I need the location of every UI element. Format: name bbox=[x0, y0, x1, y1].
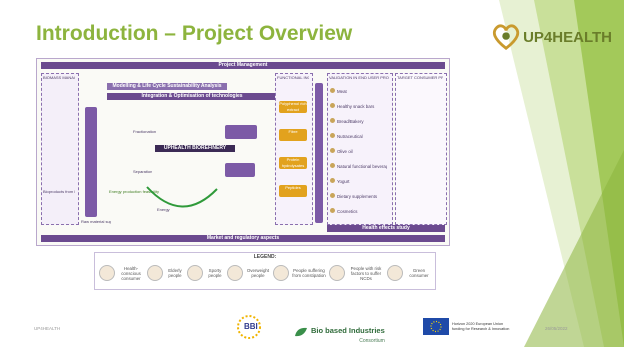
validation-box bbox=[327, 73, 393, 225]
product-row: Natural functional beverages bbox=[337, 164, 387, 169]
bioproducts-label: Bioproducts from PROCESS bbox=[43, 189, 75, 194]
integration-bar: Integration & Optimisation of technologi… bbox=[107, 93, 277, 100]
product-icon bbox=[330, 193, 335, 198]
logo-text: UP4HEALTH bbox=[523, 28, 612, 46]
ingredient-protein: Protein hydrolysates bbox=[279, 157, 307, 169]
product-row: Dietary supplements bbox=[337, 194, 378, 199]
decorative-green-shapes bbox=[499, 0, 624, 347]
bic-name: Bio based Industries bbox=[311, 326, 385, 335]
biorefinery-label: UPHEALTH BIOREFINERY bbox=[155, 145, 235, 152]
product-icon bbox=[330, 208, 335, 213]
energy-study-label: Energy production feasibility study bbox=[109, 189, 159, 194]
functional-ingredients-box bbox=[275, 73, 313, 225]
green-consumer-icon bbox=[387, 265, 403, 281]
bic-logo: Bio based Industries Consortium bbox=[294, 320, 385, 344]
bbi-logo-icon bbox=[237, 315, 261, 339]
raw-material-node bbox=[85, 107, 97, 217]
product-icon bbox=[330, 103, 335, 108]
legend-item: Green consumer bbox=[387, 263, 432, 283]
biomass-label: BIOMASS MANAGEMENT bbox=[43, 75, 75, 80]
product-row: Yogurt bbox=[337, 179, 350, 184]
functional-label: FUNCTIONAL INGREDIENTS bbox=[277, 75, 309, 80]
fractionation-label: Fractionation bbox=[133, 129, 157, 134]
raw-material-label: Raw material supply bbox=[81, 219, 111, 224]
product-row: Meat bbox=[337, 89, 347, 94]
validation-side-bar bbox=[315, 83, 323, 223]
sporty-icon bbox=[187, 265, 203, 281]
legend-item: Sporty people bbox=[187, 263, 224, 283]
product-row: Healthy snack bars bbox=[337, 104, 375, 109]
footer-left: UP4HEALTH bbox=[34, 326, 61, 331]
ingredient-polyphenol: Polyphenol rich extract bbox=[279, 101, 307, 113]
product-icon bbox=[330, 163, 335, 168]
leaf-icon bbox=[295, 327, 307, 337]
constipation-icon bbox=[273, 265, 289, 281]
eu-funding: Horizon 2020 European Union funding for … bbox=[423, 318, 512, 335]
overweight-icon bbox=[227, 265, 243, 281]
stage-node-2 bbox=[225, 163, 255, 177]
heart-logo-icon bbox=[492, 24, 520, 51]
footer-date: 26/05/2022 bbox=[545, 326, 568, 331]
eu-text: Horizon 2020 European Union funding for … bbox=[452, 321, 510, 331]
slide-title: Introduction – Project Overview bbox=[36, 22, 353, 45]
product-row: Bread/Bakery bbox=[337, 119, 364, 124]
product-icon bbox=[330, 88, 335, 93]
legend-item: People suffering from constipation bbox=[273, 263, 326, 283]
market-regulatory-bar: Market and regulatory aspects bbox=[41, 235, 445, 242]
biomass-management-box bbox=[41, 73, 79, 225]
eu-flag-icon bbox=[423, 318, 449, 335]
legend-title: LEGEND: bbox=[253, 254, 277, 260]
legend-item: Health-conscious consumer bbox=[99, 263, 144, 283]
stage-node-1 bbox=[225, 125, 257, 139]
ncd-risk-icon bbox=[329, 265, 345, 281]
legend-item: People with risk factors to suffer NCDs bbox=[329, 263, 384, 283]
target-label: TARGET CONSUMER PROFILES bbox=[397, 75, 443, 80]
product-row: Olive oil bbox=[337, 149, 353, 154]
project-management-bar: Project Management bbox=[41, 62, 445, 69]
health-effects-bar: Health effects study bbox=[327, 225, 445, 232]
legend-box: LEGEND: Health-conscious consumer Elderl… bbox=[94, 252, 436, 290]
bbi-logo-text: BBI bbox=[244, 322, 258, 331]
consumer-icon bbox=[99, 265, 115, 281]
product-row: Nutraceutical bbox=[337, 134, 363, 139]
legend-item: Overweight people bbox=[227, 263, 270, 283]
up4health-logo: UP4HEALTH bbox=[492, 22, 612, 52]
target-consumer-box bbox=[395, 73, 447, 225]
product-icon bbox=[330, 133, 335, 138]
energy-label: Energy bbox=[157, 207, 170, 212]
product-row: Cosmetics bbox=[337, 209, 358, 214]
project-diagram: Project Management BIOMASS MANAGEMENT Bi… bbox=[36, 58, 450, 246]
separation-label: Separation bbox=[133, 169, 153, 174]
modelling-bar: Modelling & Life Cycle Sustainability An… bbox=[107, 83, 227, 90]
validation-label: VALIDATION IN END USER PRODUCTS bbox=[329, 75, 389, 80]
legend-item: Elderly people bbox=[147, 263, 184, 283]
ingredient-fibre: Fibre bbox=[279, 129, 307, 141]
bic-sub: Consortium bbox=[359, 338, 385, 344]
product-icon bbox=[330, 178, 335, 183]
energy-loop-arrow bbox=[146, 186, 218, 208]
elderly-icon bbox=[147, 265, 163, 281]
ingredient-peptides: Peptides bbox=[279, 185, 307, 197]
product-icon bbox=[330, 118, 335, 123]
product-icon bbox=[330, 148, 335, 153]
